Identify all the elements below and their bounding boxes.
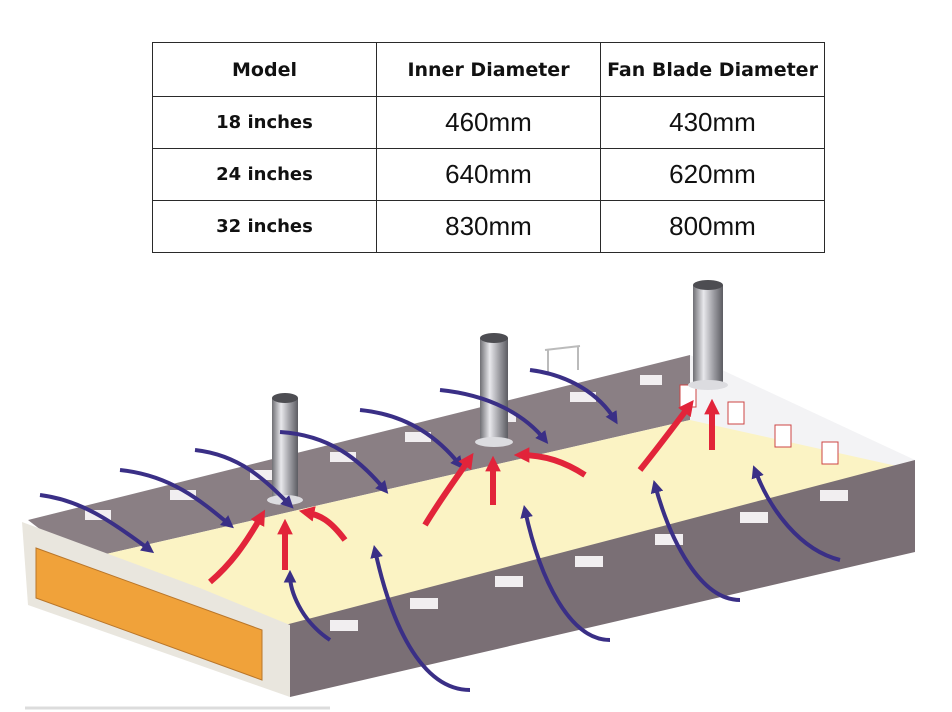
table-row: 18 inches 460mm 430mm	[152, 96, 825, 149]
roof-ventilator	[688, 280, 728, 390]
inner-diameter-cell: 460mm	[376, 96, 601, 149]
intake-airflow-arrows	[39, 368, 841, 692]
roof-ventilator	[475, 333, 513, 447]
table-row: 32 inches 830mm 800mm	[152, 200, 825, 253]
front-wall-windows	[330, 490, 848, 631]
model-cell: 24 inches	[152, 148, 377, 201]
inner-diameter-cell: 640mm	[376, 148, 601, 201]
inner-diameter-cell: 830mm	[376, 200, 601, 253]
blade-diameter-cell: 620mm	[600, 148, 825, 201]
header-fan-blade-diameter: Fan Blade Diameter	[600, 42, 825, 97]
table-header-row: Model Inner Diameter Fan Blade Diameter	[152, 42, 825, 97]
building	[22, 355, 915, 697]
cooling-pad	[35, 547, 263, 681]
model-cell: 32 inches	[152, 200, 377, 253]
spec-table: Model Inner Diameter Fan Blade Diameter …	[152, 42, 825, 253]
table-row: 24 inches 640mm 620mm	[152, 148, 825, 201]
blade-diameter-cell: 800mm	[600, 200, 825, 253]
blade-diameter-cell: 430mm	[600, 96, 825, 149]
model-cell: 18 inches	[152, 96, 377, 149]
header-model: Model	[152, 42, 377, 97]
roof-frame	[544, 345, 581, 375]
header-inner-diameter: Inner Diameter	[376, 42, 601, 97]
exhaust-airflow-arrows	[208, 398, 720, 585]
ventilation-diagram	[22, 280, 915, 710]
